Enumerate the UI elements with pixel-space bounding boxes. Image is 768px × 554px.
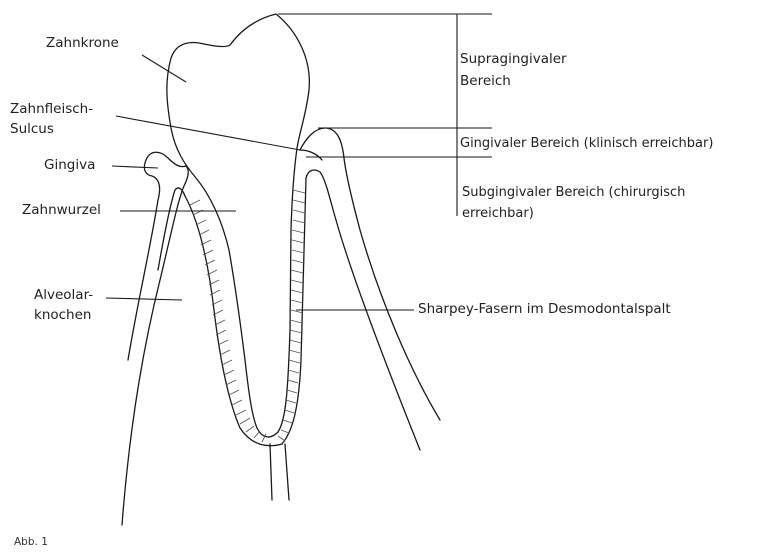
figure-caption: Abb. 1 xyxy=(14,536,48,548)
label-gingiva: Gingiva xyxy=(44,156,95,175)
right-gingiva-inner xyxy=(300,150,322,160)
ligament-left-outer xyxy=(185,196,282,446)
left-gingiva-inner xyxy=(128,160,160,360)
leader-sulcus xyxy=(116,116,300,150)
nerve-left xyxy=(270,444,272,500)
label-supragingival-1: Supragingivaler xyxy=(460,50,567,69)
leader-zahnkrone xyxy=(142,55,186,82)
label-sharpey: Sharpey-Fasern im Desmodontalspalt xyxy=(418,300,671,319)
label-zahnkrone: Zahnkrone xyxy=(46,34,119,53)
label-subgingival-1: Subgingivaler Bereich (chirurgisch xyxy=(462,183,685,202)
leader-alveolar xyxy=(106,298,182,300)
label-alveolar-2: knochen xyxy=(34,306,91,325)
label-alveolar-1: Alveolar- xyxy=(34,286,93,305)
label-supragingival-2: Bereich xyxy=(460,72,511,91)
tooth-outline xyxy=(167,14,309,437)
right-gingiva xyxy=(300,128,440,420)
sharpey-fibers-hatching xyxy=(190,190,305,442)
label-zahnfleisch-sulcus-2: Sulcus xyxy=(10,120,54,139)
label-zahnwurzel: Zahnwurzel xyxy=(22,201,101,220)
label-zahnfleisch-sulcus-1: Zahnfleisch- xyxy=(10,100,93,119)
label-gingival: Gingivaler Bereich (klinisch erreichbar) xyxy=(460,134,713,153)
label-subgingival-2: erreichbar) xyxy=(462,204,534,223)
nerve-right xyxy=(285,444,289,500)
leader-gingiva xyxy=(112,166,158,168)
